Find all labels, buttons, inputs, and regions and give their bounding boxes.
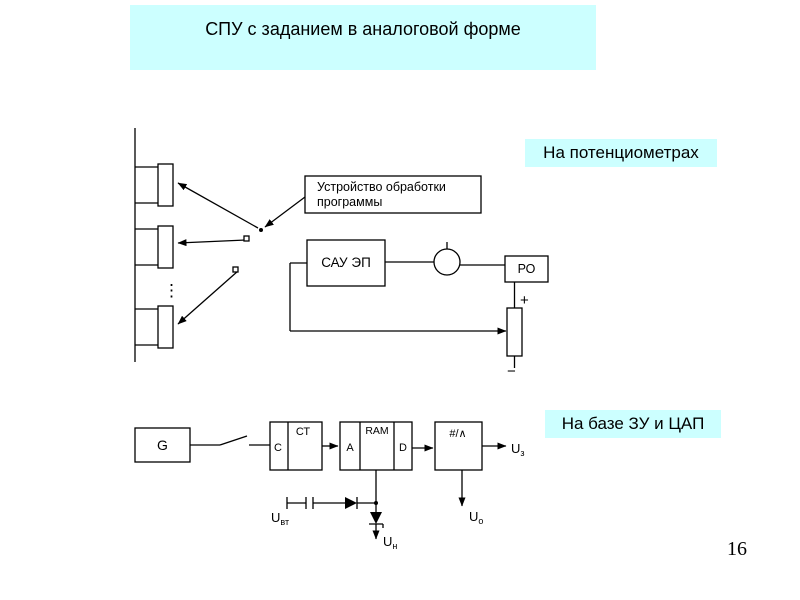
actuator-box (504, 255, 549, 283)
plus-label: + (520, 292, 529, 309)
potentiometer-3 (157, 305, 174, 349)
processing-unit-box (304, 175, 482, 214)
capacitor-symbol (305, 497, 314, 509)
page-number: 16 (727, 538, 747, 560)
counter-label: СТ (296, 426, 311, 438)
u-vt-sub: вт (280, 517, 289, 527)
potentiometer-1 (157, 163, 174, 207)
feedback-potentiometer (506, 307, 523, 357)
diode-symbol (345, 497, 357, 509)
potentiometer-dots: ⋮ (163, 281, 180, 300)
u-ref-sub: о (478, 516, 483, 526)
potentiometer-1-leads (135, 166, 158, 204)
dac-box (434, 421, 483, 471)
section-label-zu-dac: На базе ЗУ и ЦАП (545, 410, 721, 438)
ram-data-label: D (399, 442, 407, 454)
switch-node (259, 228, 263, 232)
potentiometer-3-leads (135, 308, 158, 346)
u-n-label: Uн (383, 534, 397, 551)
section-label-potentiometers: На потенциометрах (525, 139, 717, 167)
u-set-label: Uз (511, 441, 525, 458)
wiper-arrow-1 (177, 182, 259, 229)
dac-label: #/∧ (449, 428, 466, 440)
switch-contact-1 (243, 235, 250, 242)
u-ref-label: Uо (469, 509, 483, 526)
slide-title-text: СПУ с заданием в аналоговой форме (205, 19, 521, 39)
section-label-zu-dac-text: На базе ЗУ и ЦАП (561, 414, 705, 433)
controller-box (306, 239, 386, 287)
u-vt-label: Uвт (271, 510, 289, 527)
actuator-label: РО (518, 262, 536, 276)
u-vt-base: U (271, 510, 280, 525)
control-line (264, 196, 306, 228)
wiper-arrow-3 (177, 270, 239, 325)
ram-label: RAM (365, 425, 388, 437)
potentiometer-2 (157, 225, 174, 269)
section-label-potentiometers-text: На потенциометрах (543, 143, 699, 162)
processing-unit-label-line1: Устройство обработки (317, 180, 446, 194)
switch-contact-2 (232, 266, 239, 273)
u-ref-base: U (469, 509, 478, 524)
zener-symbol (370, 512, 382, 524)
ram-addr-label: A (346, 442, 354, 454)
u-n-sub: н (392, 541, 397, 551)
slide-title: СПУ с заданием в аналоговой форме (130, 5, 596, 70)
generator-box (134, 427, 191, 463)
generator-label: G (157, 437, 168, 453)
controller-label: САУ ЭП (321, 255, 371, 270)
motor-circle (433, 248, 461, 276)
potentiometer-2-leads (135, 228, 158, 266)
wiper-arrow-2 (177, 239, 247, 247)
u-n-base: U (383, 534, 392, 549)
minus-label: − (507, 363, 516, 380)
u-set-sub: з (520, 448, 524, 458)
counter-input-label: C (274, 442, 282, 454)
u-set-base: U (511, 441, 520, 456)
switch-arm (219, 435, 248, 446)
ram-box (339, 421, 413, 471)
processing-unit-label-line2: программы (317, 195, 382, 209)
